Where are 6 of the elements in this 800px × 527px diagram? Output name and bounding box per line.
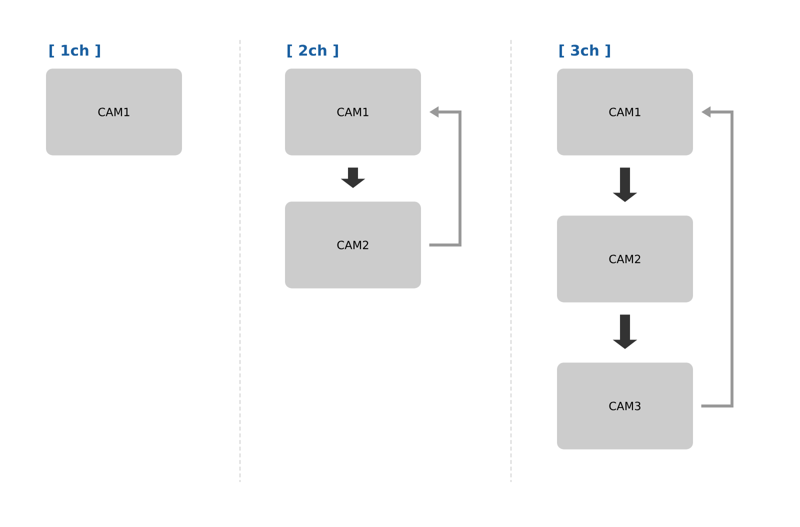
camera-box: CAM2: [557, 216, 693, 302]
camera-box: CAM1: [285, 68, 421, 156]
camera-box: CAM3: [557, 362, 693, 450]
camera-box: CAM1: [46, 68, 182, 156]
camera-box: CAM1: [557, 68, 693, 156]
camera-box: CAM2: [285, 202, 421, 288]
